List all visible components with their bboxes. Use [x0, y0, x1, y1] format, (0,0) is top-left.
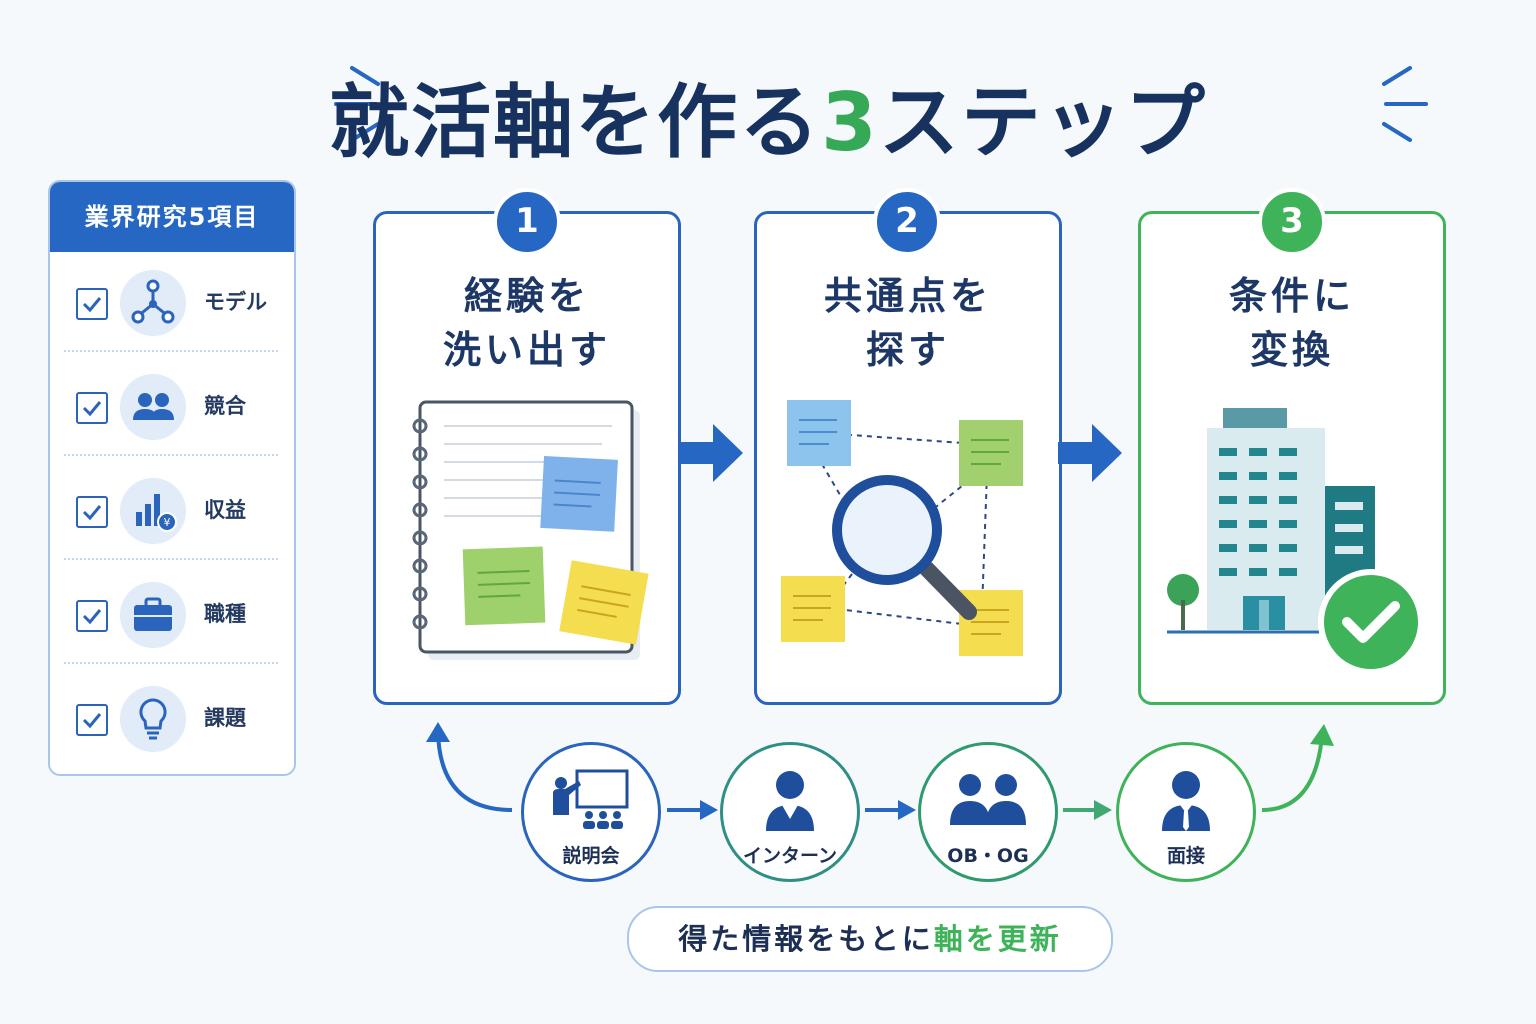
update-axis-message: 得た情報をもとに軸を更新: [627, 906, 1113, 972]
step-card-3: 条件に 変換: [1138, 211, 1446, 705]
notebook-sticky-notes-icon: [412, 400, 649, 660]
step-badge-2: 2: [873, 188, 941, 256]
page-title: 就活軸を作る3ステップ: [0, 58, 1536, 174]
checklist-item-competition[interactable]: 競合: [64, 356, 278, 456]
checklist-item-model[interactable]: モデル: [64, 252, 278, 352]
title-suffix: ステップ: [878, 76, 1207, 169]
flow-interview: 面接: [1116, 742, 1256, 882]
step-title-line1: 共通点を: [823, 274, 992, 318]
step-title-line1: 経験を: [463, 274, 590, 318]
two-people-icon: [950, 774, 1026, 825]
panel-heading: 業界研究5項目: [50, 182, 294, 252]
flow-internship: インターン: [720, 742, 860, 882]
step-title: 経験を 洗い出す: [376, 269, 678, 377]
network-icon: [120, 270, 186, 336]
step-badge-1: 1: [493, 188, 561, 256]
checkbox-checked-icon[interactable]: [76, 704, 108, 736]
flow-label: OB・OG: [947, 845, 1029, 867]
step-title-line2: 探す: [865, 328, 950, 372]
checkbox-checked-icon[interactable]: [76, 392, 108, 424]
checkbox-checked-icon[interactable]: [76, 496, 108, 528]
briefcase-icon: [120, 582, 186, 648]
title-number: 3: [821, 76, 879, 169]
item-label: 競合: [204, 394, 246, 418]
checkbox-checked-icon[interactable]: [76, 288, 108, 320]
step-title-line1: 条件に: [1228, 274, 1355, 318]
step-card-2: 共通点を 探す: [754, 211, 1062, 705]
step-badge-3: 3: [1258, 188, 1326, 256]
step-title: 条件に 変換: [1141, 269, 1443, 377]
title-main: 就活軸を作る: [329, 76, 822, 169]
step-title-line2: 変換: [1249, 328, 1334, 372]
spark-right-icon: [1382, 66, 1428, 142]
people-icon: [120, 374, 186, 440]
item-label: モデル: [204, 290, 267, 314]
flow-label: 説明会: [562, 845, 620, 867]
checklist-item-issues[interactable]: 課題: [64, 668, 278, 768]
svg-text:¥: ¥: [164, 516, 171, 529]
step-title: 共通点を 探す: [757, 269, 1059, 377]
item-label: 職種: [204, 602, 246, 626]
checklist-item-job-type[interactable]: 職種: [64, 564, 278, 664]
magnifier-connected-notes-icon: [781, 400, 1023, 656]
lightbulb-icon: [120, 686, 186, 752]
flow-connectors: [426, 722, 1334, 820]
message-highlight: 軸を更新: [933, 922, 1062, 956]
arrow-right-icon: [679, 424, 743, 482]
flow-label: 面接: [1166, 845, 1205, 867]
presentation-icon: [553, 769, 629, 829]
item-label: 収益: [204, 498, 246, 522]
flow-label: インターン: [742, 845, 838, 867]
flow-alumni: OB・OG: [918, 742, 1058, 882]
person-icon: [766, 771, 814, 831]
spark-left-icon: [334, 66, 380, 142]
building-check-icon: [1167, 408, 1424, 674]
industry-research-panel: 業界研究5項目 モデル 競合: [48, 180, 296, 776]
step-title-line2: 洗い出す: [442, 328, 611, 372]
item-label: 課題: [204, 706, 246, 730]
checkbox-checked-icon[interactable]: [76, 600, 108, 632]
checklist-item-revenue[interactable]: ¥ 収益: [64, 460, 278, 560]
businessperson-icon: [1162, 771, 1210, 831]
step-card-1: 経験を 洗い出す: [373, 211, 681, 705]
bar-chart-yen-icon: ¥: [120, 478, 186, 544]
arrow-right-icon: [1058, 424, 1122, 482]
flow-info-session: 説明会: [521, 742, 661, 882]
message-prefix: 得た情報をもとに: [678, 922, 934, 956]
